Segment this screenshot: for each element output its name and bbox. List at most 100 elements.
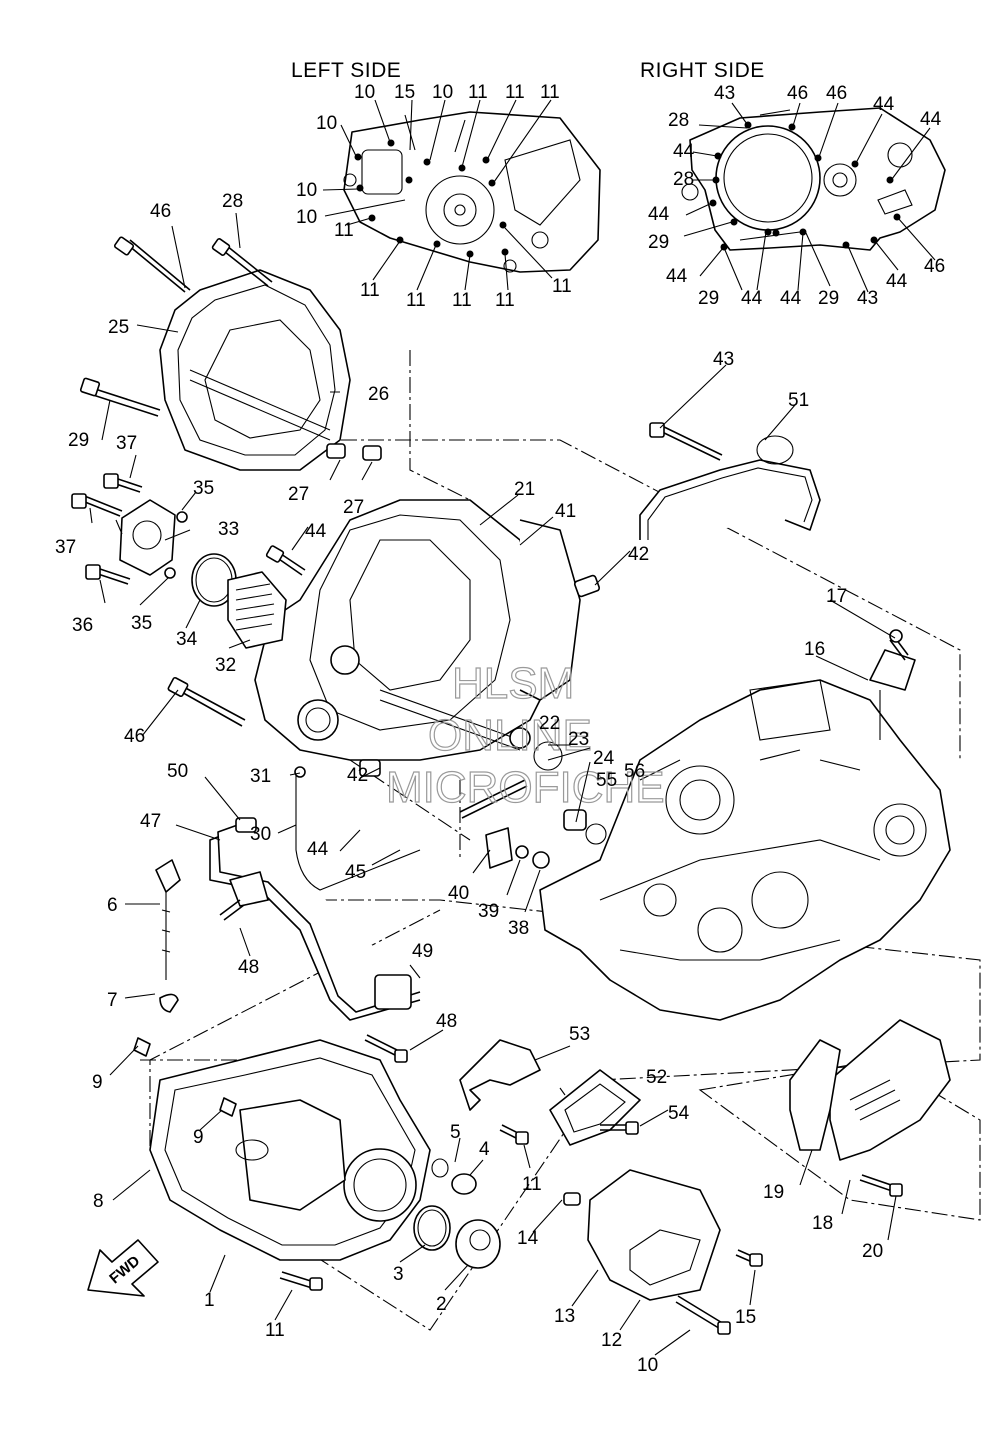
callout-24: 24: [593, 748, 615, 769]
callout-44: 44: [307, 839, 329, 860]
left-inset-label: 10: [354, 82, 375, 103]
callout-leaders: [89, 212, 897, 1356]
left-inset-label: 10: [296, 207, 317, 228]
right-inset-label: 28: [673, 169, 694, 190]
callout-19: 19: [763, 1182, 784, 1203]
callout-20: 20: [862, 1241, 883, 1262]
right-inset-label: 46: [924, 256, 945, 277]
left-inset-label: 11: [334, 220, 354, 241]
right-inset-label: 43: [857, 288, 878, 309]
right-inset-label: 46: [787, 83, 808, 104]
callout-26: 26: [368, 384, 389, 405]
right-inset-label: 29: [648, 232, 669, 253]
callout-4: 4: [479, 1139, 490, 1160]
callout-35: 35: [131, 613, 152, 634]
callout-32: 32: [215, 655, 236, 676]
right-inset-label: 44: [666, 266, 688, 287]
callout-12: 12: [601, 1330, 622, 1351]
engine-block: [539, 629, 951, 1021]
fwd-arrow-icon: FWD: [87, 1239, 159, 1297]
left-inset-label: 11: [505, 82, 525, 103]
left-inset-label: 11: [540, 82, 560, 103]
callout-7: 7: [107, 990, 118, 1011]
callout-15: 15: [735, 1307, 756, 1328]
left-inset-label: 10: [296, 180, 317, 201]
callout-54: 54: [668, 1103, 690, 1124]
left-inset-label: 11: [452, 290, 472, 311]
callout-52: 52: [646, 1067, 667, 1088]
left-side-title: LEFT SIDE: [291, 59, 401, 82]
oil-pipes: [209, 766, 421, 1063]
callout-10: 10: [637, 1355, 658, 1376]
watermark-line2: ONLINE: [428, 711, 592, 760]
callout-6: 6: [107, 895, 118, 916]
callout-3: 3: [393, 1264, 404, 1285]
callout-53: 53: [569, 1024, 590, 1045]
callout-36: 36: [72, 615, 93, 636]
callout-45: 45: [345, 862, 366, 883]
right-inset-label: 46: [826, 83, 847, 104]
callout-47: 47: [140, 811, 161, 832]
right-inset-label: 44: [780, 288, 802, 309]
callout-48: 48: [436, 1011, 457, 1032]
callout-46: 46: [124, 726, 145, 747]
callout-41: 41: [555, 501, 576, 522]
right-inset-label: 44: [920, 109, 942, 130]
callout-48: 48: [238, 957, 259, 978]
watermark-line1: HLSM: [452, 659, 574, 708]
callout-13: 13: [554, 1306, 575, 1327]
left-inset-label: 11: [360, 280, 380, 301]
callout-46: 46: [150, 201, 171, 222]
left-inset-label: 11: [495, 290, 515, 311]
left-inset-label: 15: [394, 82, 415, 103]
callout-9: 9: [92, 1072, 103, 1093]
oil-filter-group: [71, 473, 287, 649]
callout-16: 16: [804, 639, 825, 660]
callout-8: 8: [93, 1191, 104, 1212]
callout-51: 51: [788, 390, 809, 411]
sprocket-cover: [789, 1019, 951, 1197]
right-inset-label: 44: [886, 271, 908, 292]
left-inset-label: 11: [406, 290, 426, 311]
oil-tube-bracket: [639, 422, 821, 540]
left-inset-label: 10: [316, 113, 337, 134]
callout-31: 31: [250, 766, 271, 787]
right-inset-label: 44: [673, 141, 695, 162]
callout-2: 2: [436, 1294, 447, 1315]
callout-14: 14: [517, 1228, 539, 1249]
right-inset-label: 44: [873, 94, 895, 115]
right-small-parts: [459, 1039, 763, 1335]
callout-17: 17: [826, 586, 847, 607]
callout-42: 42: [628, 544, 649, 565]
callout-43: 43: [713, 349, 734, 370]
callout-49: 49: [412, 941, 433, 962]
callout-25: 25: [108, 317, 129, 338]
left-inset-label: 11: [468, 82, 488, 103]
right-side-title: RIGHT SIDE: [640, 59, 765, 82]
callout-labels: 46 28 25 26 29 37 27 27 35 33 37 36 35 3…: [55, 191, 883, 1376]
left-crankcase-half: [167, 499, 607, 869]
callout-37: 37: [55, 537, 76, 558]
callout-38: 38: [508, 918, 529, 939]
callout-29: 29: [68, 430, 89, 451]
callout-22: 22: [539, 713, 560, 734]
callout-33: 33: [218, 519, 239, 540]
callout-5: 5: [450, 1122, 461, 1143]
right-inset-label: 28: [668, 110, 689, 131]
callout-42: 42: [347, 765, 368, 786]
callout-39: 39: [478, 901, 499, 922]
callout-34: 34: [176, 629, 198, 650]
callout-37: 37: [116, 433, 137, 454]
right-inset-label: 44: [741, 288, 763, 309]
left-inset-label: 10: [432, 82, 453, 103]
callout-21: 21: [514, 479, 535, 500]
right-side-inset: 43 46 46 44 28 44 44 28 44 29 44 29 44 4…: [648, 83, 946, 309]
callout-28: 28: [222, 191, 243, 212]
left-inset-label: 11: [552, 276, 572, 297]
callout-11: 11: [522, 1174, 542, 1195]
callout-55: 55: [596, 770, 617, 791]
right-crankcase-cover: [133, 859, 501, 1291]
callout-23: 23: [568, 729, 589, 750]
right-inset-label: 43: [714, 83, 735, 104]
